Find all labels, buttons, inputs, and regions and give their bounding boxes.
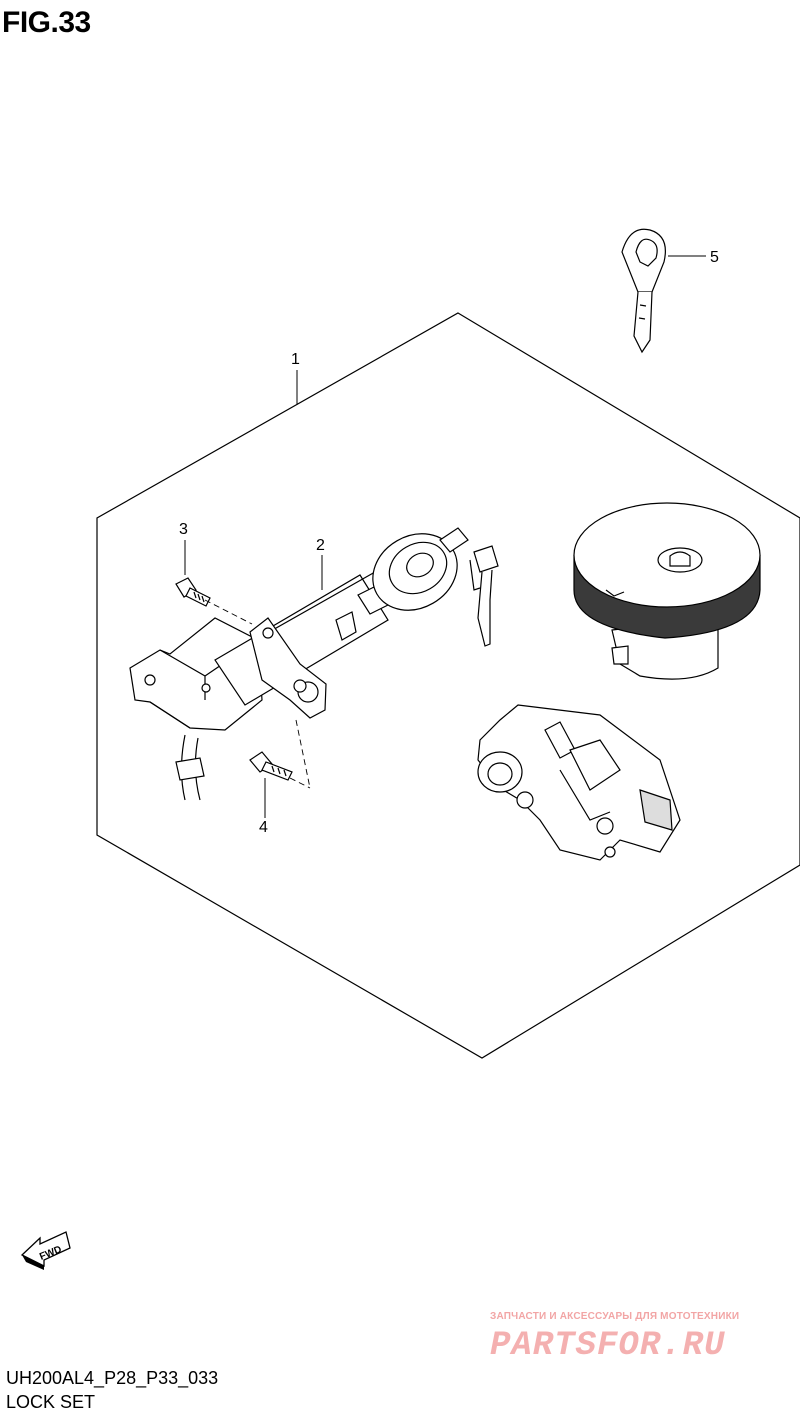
callout-leaders xyxy=(184,255,706,818)
callout-3: 3 xyxy=(179,521,188,538)
watermark-tagline: ЗАПЧАСТИ И АКСЕССУАРЫ ДЛЯ МОТОТЕХНИКИ xyxy=(490,1311,740,1322)
callout-4: 4 xyxy=(259,819,268,836)
seat-lock xyxy=(477,704,681,861)
fuel-cap-lock xyxy=(573,502,761,680)
callout-2: 2 xyxy=(316,537,325,554)
figure-name: LOCK SET xyxy=(6,1392,96,1412)
assembly-guide-lines xyxy=(204,599,311,789)
figure-code: UH200AL4_P28_P33_033 xyxy=(6,1368,219,1388)
fwd-arrow-icon: FWD xyxy=(20,1231,71,1270)
bolt-part-4 xyxy=(249,751,293,781)
figure-title: FIG.33 xyxy=(2,6,91,39)
callout-1: 1 xyxy=(291,351,300,368)
callout-5: 5 xyxy=(710,249,719,266)
watermark-logo: PARTSFOR.RU xyxy=(490,1327,726,1365)
ignition-switch-assembly xyxy=(129,527,499,801)
lock-set-boundary xyxy=(96,312,800,1059)
spare-key xyxy=(621,228,666,354)
bolt-part-3 xyxy=(175,577,211,607)
